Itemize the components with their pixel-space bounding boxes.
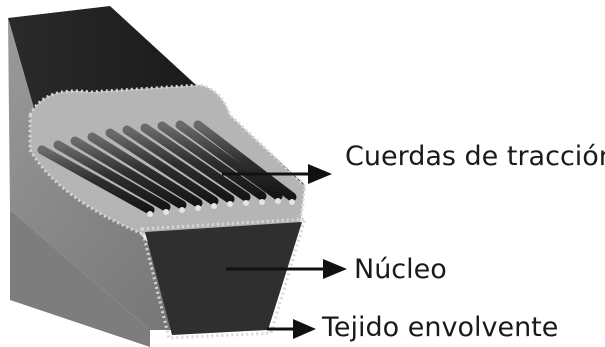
belt-side-face-lower [10, 210, 150, 347]
tension-cord [175, 120, 283, 201]
arrow-tension-cords [222, 164, 332, 184]
tension-cord [87, 132, 203, 208]
tension-cord [140, 123, 251, 202]
tension-cord [53, 140, 171, 212]
tension-cord [70, 136, 187, 210]
tension-cord [157, 121, 267, 201]
label-cover-fabric: Tejido envolvente [322, 312, 559, 343]
label-core: Núcleo [354, 254, 447, 285]
arrow-core [226, 259, 347, 279]
tension-cord [105, 128, 219, 206]
cord-ends [147, 198, 295, 217]
tension-cord [193, 120, 297, 202]
core-front-face [145, 222, 302, 335]
tension-cords [37, 120, 297, 215]
arrow-cover-fabric [267, 319, 316, 339]
tension-cord [122, 125, 235, 204]
tension-cord [37, 145, 155, 215]
label-tension-cords: Cuerdas de tracción [345, 141, 605, 172]
belt-side-face [8, 18, 270, 330]
cover-fabric-outline [140, 217, 308, 340]
